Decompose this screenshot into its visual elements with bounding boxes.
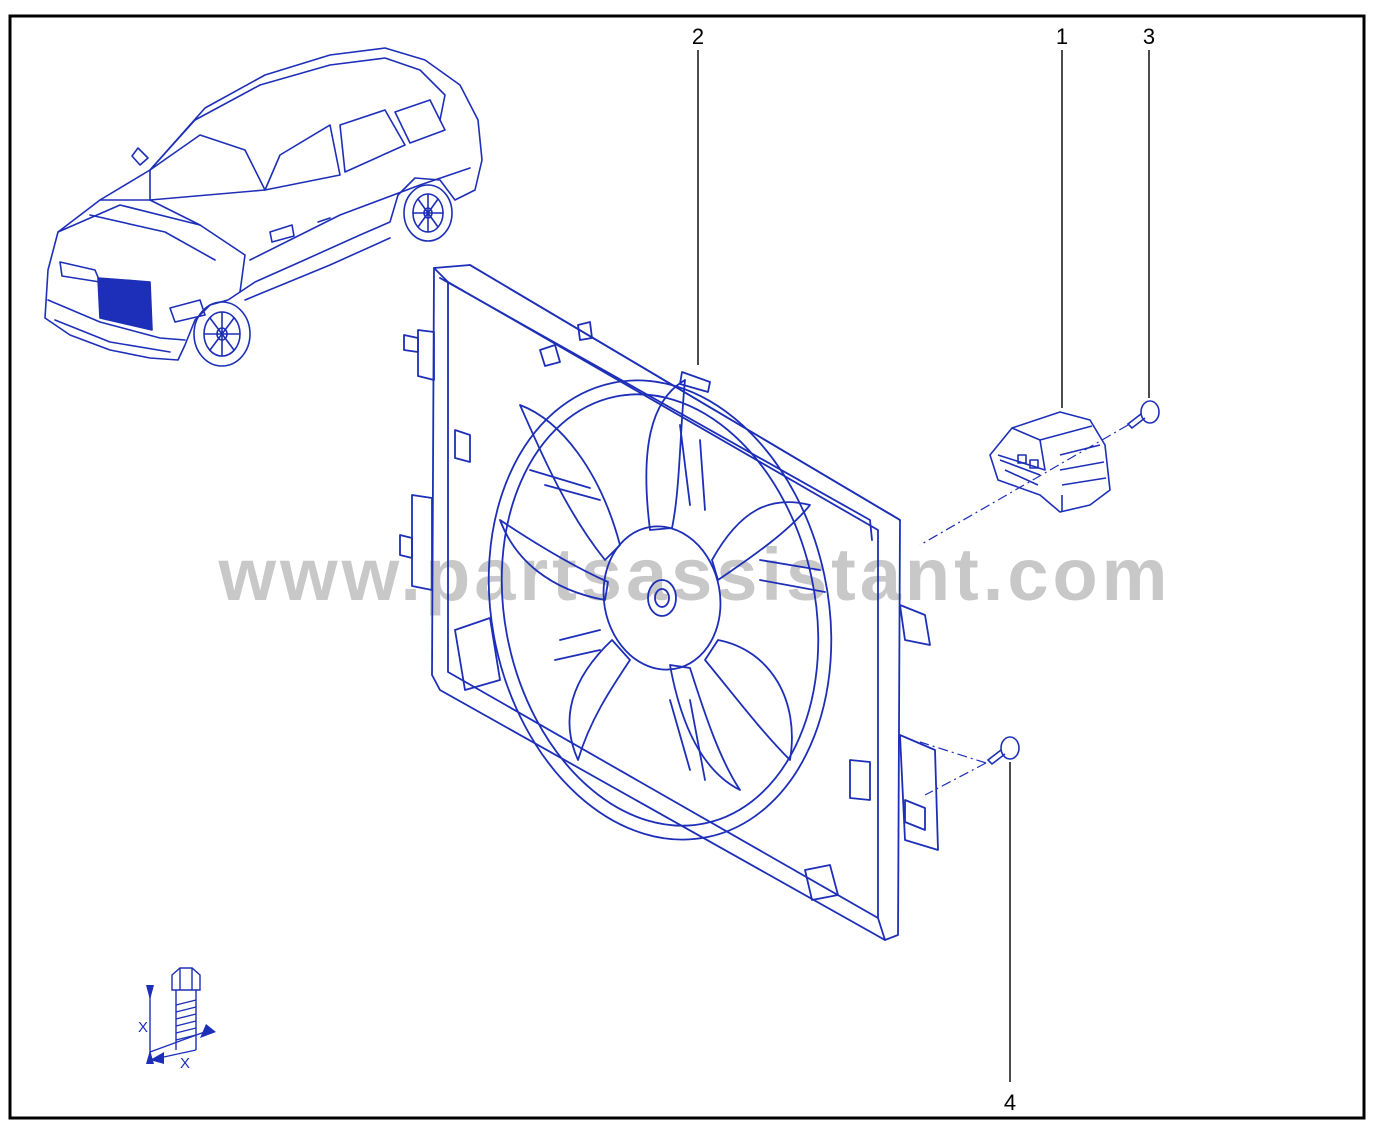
bolt-dimension-symbol (149, 967, 211, 1061)
bolt-part-4 (986, 736, 1020, 766)
dimension-arrow-right (200, 1024, 216, 1038)
dimension-arrow-left (150, 1052, 164, 1064)
dimension-label-horizontal: X (180, 1055, 190, 1072)
dimension-arrow-top (146, 985, 154, 1000)
callout-4: 4 (1004, 1090, 1016, 1115)
fan-resistor-module (989, 411, 1111, 513)
bolt-part-3 (1126, 400, 1160, 430)
callout-3: 3 (1143, 24, 1155, 49)
fan-shroud-assembly (399, 264, 939, 941)
watermark-text: www.partsassistant.com (218, 533, 1172, 616)
callout-1: 1 (1056, 24, 1068, 49)
callout-2: 2 (692, 24, 704, 49)
vehicle-illustration (44, 47, 483, 367)
dimension-label-vertical: X (138, 1019, 148, 1036)
dimension-arrow-bottom (146, 1050, 154, 1064)
diagram-frame (8, 14, 1366, 1120)
assembly-lines (919, 424, 1129, 796)
callout-leaders (697, 50, 1150, 1082)
